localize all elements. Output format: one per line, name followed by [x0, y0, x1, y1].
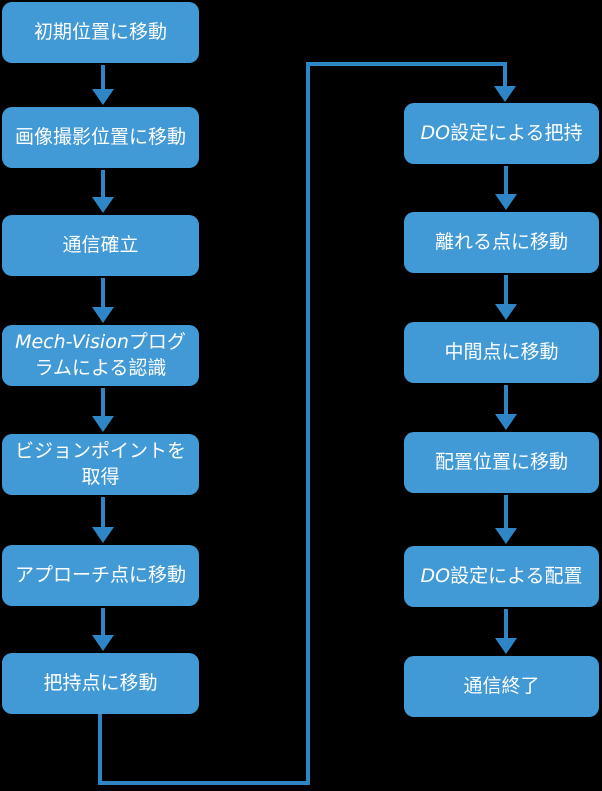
flow-step-move-to-placement-position: 配置位置に移動: [404, 432, 599, 493]
flow-step-label: ビジョンポイントを取得: [12, 439, 189, 490]
flow-arrowhead-icon: [495, 638, 517, 654]
flow-step-move-to-capture-position: 画像撮影位置に移動: [2, 107, 199, 168]
flow-arrowhead-icon: [92, 527, 114, 543]
flow-step-place-by-do-setting: DO設定による配置: [404, 546, 599, 607]
flow-step-move-to-grasp-point: 把持点に移動: [2, 653, 199, 714]
flow-step-label-italic: DO: [420, 564, 451, 587]
flow-arrowhead-icon: [495, 528, 517, 544]
flow-step-mech-vision-recognition: Mech-Visionプログラムによる認識: [2, 325, 199, 386]
flow-step-label: 通信確立: [62, 233, 138, 259]
flow-step-label-text: 設定による配置: [450, 564, 583, 587]
flow-step-move-to-intermediate-point: 中間点に移動: [404, 322, 599, 383]
flow-step-move-to-departure-point: 離れる点に移動: [404, 212, 599, 273]
flow-step-move-to-initial-position: 初期位置に移動: [2, 2, 199, 63]
flow-step-label-text: 把持点に移動: [43, 671, 158, 694]
flow-step-label: アプローチ点に移動: [15, 563, 186, 589]
flow-step-label: 離れる点に移動: [435, 230, 568, 256]
flow-arrowhead-icon: [495, 194, 517, 210]
flow-step-establish-communication: 通信確立: [2, 215, 199, 276]
flow-step-label-text: 配置位置に移動: [434, 450, 568, 473]
flow-arrowhead-icon: [92, 307, 114, 323]
flow-step-label: DO設定による把持: [420, 121, 582, 147]
flow-step-label-italic: Mech-Vision: [15, 330, 129, 353]
flow-step-grasp-by-do-setting: DO設定による把持: [404, 103, 599, 164]
flow-step-label-text: 離れる点に移動: [434, 230, 568, 253]
flow-arrowhead-icon: [92, 197, 114, 213]
flow-step-label-text: プログラムによる認識: [34, 330, 186, 379]
flow-arrowhead-icon: [92, 416, 114, 432]
flow-step-label: Mech-Visionプログラムによる認識: [12, 330, 189, 381]
flow-arrowhead-icon: [92, 635, 114, 651]
flow-step-label: 初期位置に移動: [34, 20, 167, 46]
flow-step-label: 通信終了: [463, 674, 539, 700]
flow-step-label: 把持点に移動: [43, 671, 157, 697]
flow-step-label: 中間点に移動: [444, 340, 558, 366]
flow-step-move-to-approach-point: アプローチ点に移動: [2, 545, 199, 606]
flow-step-label-text: 通信終了: [463, 674, 540, 697]
flow-step-end-communication: 通信終了: [404, 656, 599, 717]
flow-step-label: 画像撮影位置に移動: [15, 125, 186, 151]
flow-step-label-text: 通信確立: [62, 233, 139, 256]
flow-step-label-text: 設定による把持: [450, 121, 583, 144]
flow-step-get-vision-point: ビジョンポイントを取得: [2, 434, 199, 495]
flow-step-label-text: アプローチ点に移動: [14, 563, 186, 586]
flow-arrowhead-icon: [495, 304, 517, 320]
flow-step-label-text: ビジョンポイントを取得: [14, 439, 186, 488]
flow-step-label-text: 初期位置に移動: [33, 20, 167, 43]
flow-step-label: DO設定による配置: [420, 564, 582, 590]
flow-loop-connector: [98, 62, 507, 785]
flow-step-label-text: 中間点に移動: [444, 340, 559, 363]
flow-step-label-italic: DO: [420, 121, 451, 144]
flow-arrowhead-icon: [92, 89, 114, 105]
flow-step-label: 配置位置に移動: [435, 450, 568, 476]
flow-step-label-text: 画像撮影位置に移動: [14, 125, 186, 148]
flow-arrowhead-icon: [495, 414, 517, 430]
flow-loop-arrowhead-icon: [494, 86, 516, 102]
